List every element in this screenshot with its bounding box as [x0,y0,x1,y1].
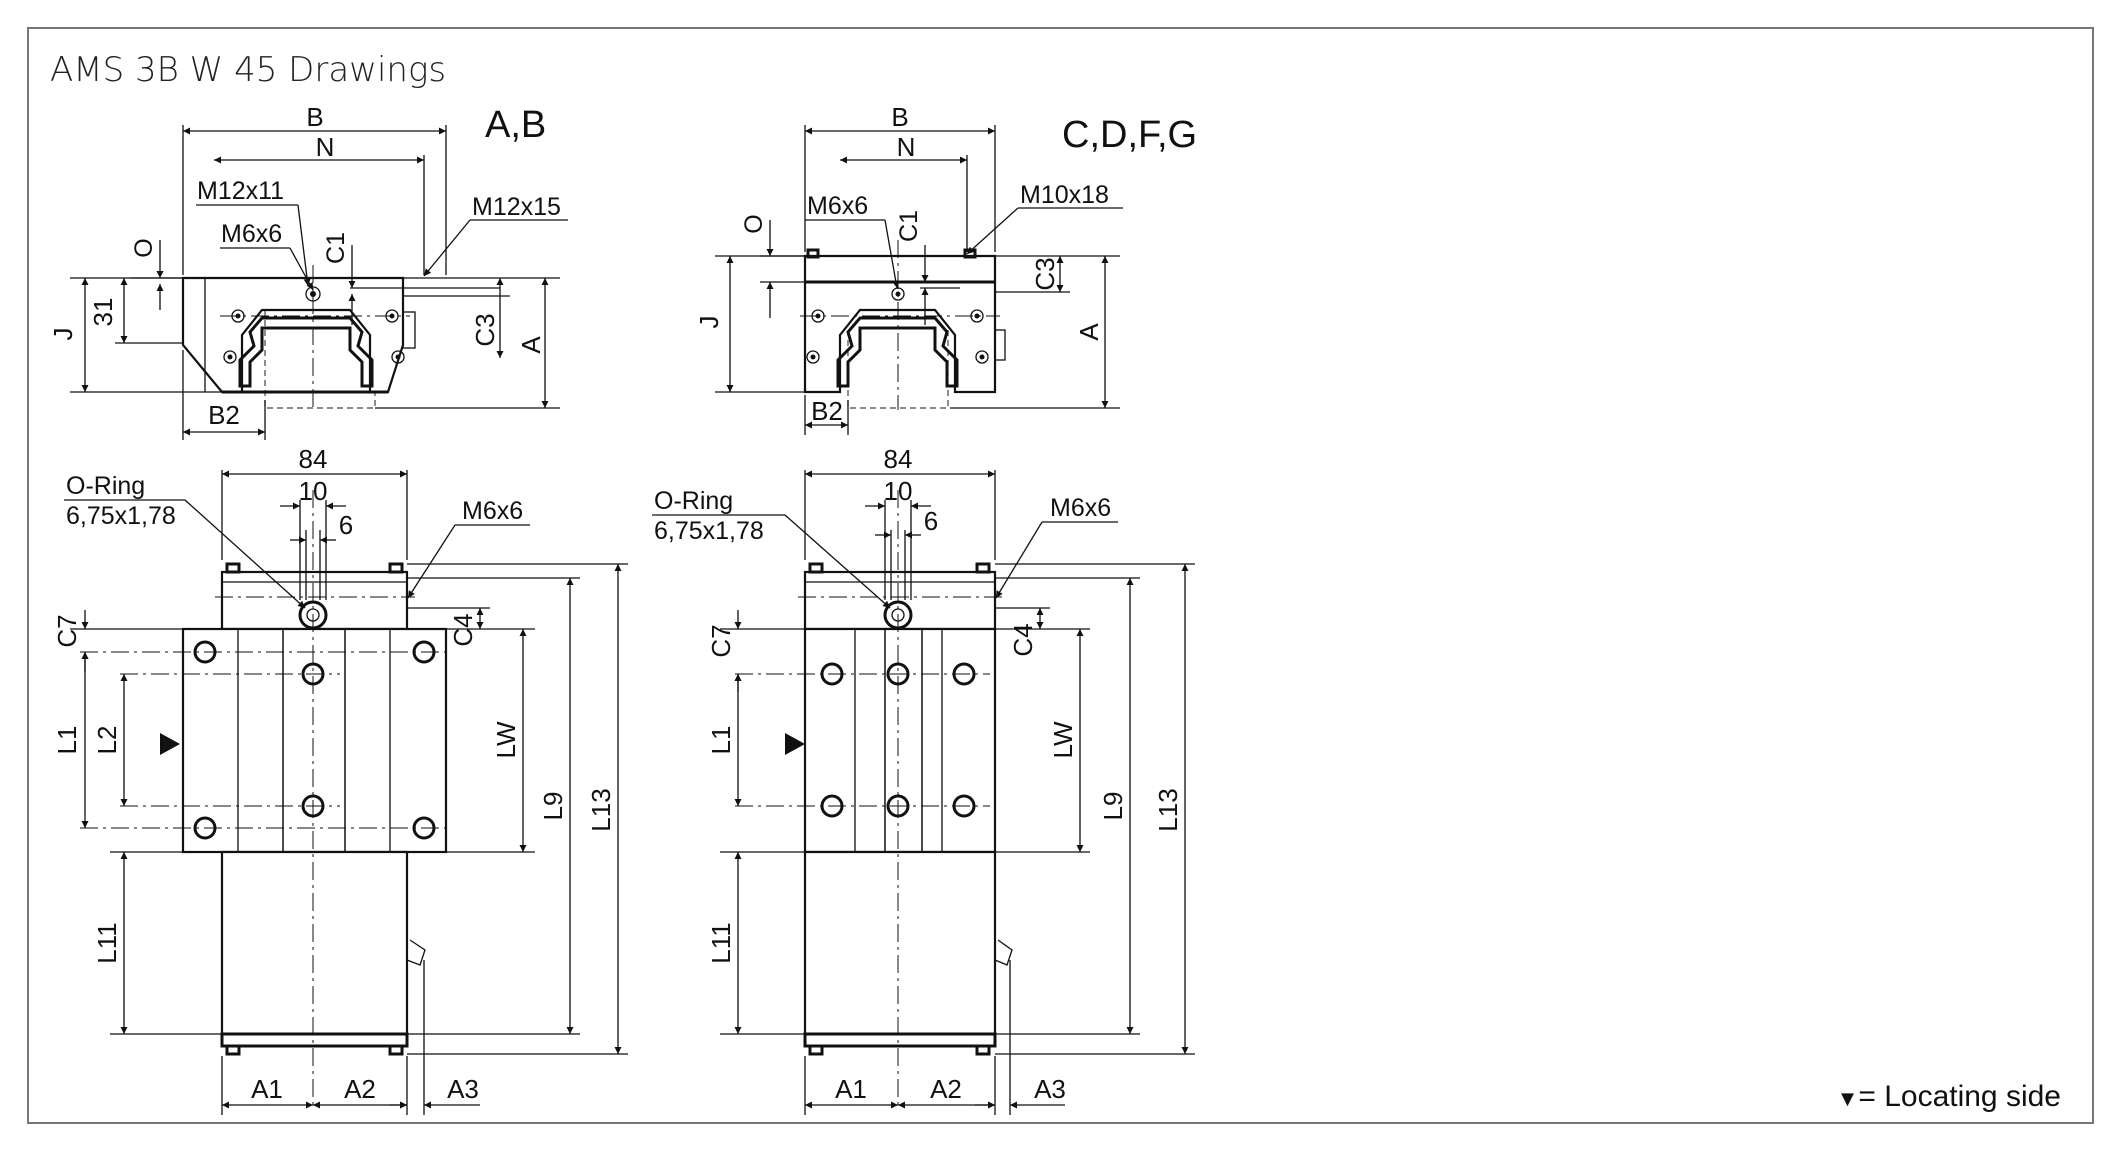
label-m6x6-ab: M6x6 [221,220,282,248]
variant-label-cdfg: C,D,F,G [1062,114,1197,156]
dim-c1-ab: C1 [322,232,350,264]
dim-84-ab: 84 [299,444,328,474]
dim-l2-ab: L2 [92,726,122,755]
rail-ab [220,850,409,1036]
dim-31-ab: 31 [88,298,118,327]
top-view-ab: B N A,B M12x11 M6x6 M12x15 O C1 J [48,102,568,440]
label-m10x18-cdfg: M10x18 [1020,181,1109,209]
legend: ▼= Locating side [1837,1080,2061,1114]
locating-side-triangle-ab [160,733,180,755]
dim-c7-ab: C7 [52,614,82,647]
rail-cdfg [803,850,997,1036]
dim-j-cdfg: J [694,316,724,329]
dim-lw-cdfg: LW [1048,721,1078,759]
label-m6x6-top-cdfg: M6x6 [807,192,868,220]
label-m6x6-side-ab: M6x6 [462,497,523,525]
side-view-cdfg: 84 10 6 O-Ring 6,75x1,78 M6x6 C7 L1 C4 [652,444,1195,1115]
drawing-frame [27,27,2094,1124]
dim-l13-cdfg: L13 [1153,788,1183,831]
carriage-body-ab [181,276,405,394]
carriage-body-cdfg [803,254,997,394]
dim-b2-ab: B2 [208,400,240,430]
dim-l9-ab: L9 [538,792,568,821]
dim-l1-ab: L1 [52,726,82,755]
label-oring-ab: O-Ring [66,472,145,500]
dim-a2-ab: A2 [344,1074,376,1104]
dim-l11-cdfg: L11 [706,922,736,963]
dim-a1-ab: A1 [251,1074,283,1104]
carriage-ab [181,627,448,854]
dim-o-ab: O [130,238,158,257]
dim-10-cdfg: 10 [884,476,913,506]
dim-c1-cdfg: C1 [895,210,923,242]
dim-c4-cdfg: C4 [1008,623,1038,656]
dim-a1-cdfg: A1 [835,1074,867,1104]
dim-b-ab: B [306,102,323,132]
dim-n-cdfg: N [897,132,916,162]
dim-10-ab: 10 [299,476,328,506]
dim-l1-cdfg: L1 [706,726,736,755]
dim-c4-ab: C4 [448,613,478,646]
side-view-ab: 84 10 6 O-Ring 6,75x1,78 M6x6 C7 L1 L2 [52,444,628,1115]
dim-c3-cdfg: C3 [1030,257,1060,290]
variant-label-ab: A,B [485,104,546,146]
dim-a3-ab: A3 [447,1074,479,1104]
top-view-cdfg: B N C,D,F,G M6x6 M10x18 O C1 C3 J [694,102,1197,435]
dim-b2-cdfg: B2 [811,396,843,426]
dim-c3-ab: C3 [470,313,500,346]
locating-side-triangle-cdfg [785,733,805,755]
label-oring-size-cdfg: 6,75x1,78 [654,517,764,545]
dim-l11-ab: L11 [92,922,122,963]
label-oring-cdfg: O-Ring [654,487,733,515]
label-m12x11-ab: M12x11 [197,177,284,205]
legend-text: = Locating side [1858,1080,2061,1113]
dim-6-ab: 6 [339,510,353,540]
dim-a2-cdfg: A2 [930,1074,962,1104]
dim-o-cdfg: O [740,214,768,233]
locating-side-triangle-icon: ▼ [1836,1086,1859,1111]
dim-lw-ab: LW [491,721,521,759]
dim-b-cdfg: B [891,102,908,132]
dim-c7-cdfg: C7 [706,624,736,657]
dim-a-ab: A [516,336,546,354]
dim-n-ab: N [316,132,335,162]
label-oring-size-ab: 6,75x1,78 [66,502,176,530]
page-title: AMS 3B W 45 Drawings [50,50,447,90]
label-m6x6-side-cdfg: M6x6 [1050,494,1111,522]
dim-l13-ab: L13 [586,788,616,831]
carriage-cdfg [803,627,997,854]
dim-6-cdfg: 6 [924,506,938,536]
dim-84-cdfg: 84 [884,444,913,474]
dim-a-cdfg: A [1074,323,1104,341]
dim-j-ab: J [48,328,78,341]
dim-a3-cdfg: A3 [1034,1074,1066,1104]
label-m12x15-ab: M12x15 [472,193,561,221]
dim-l9-cdfg: L9 [1098,792,1128,821]
